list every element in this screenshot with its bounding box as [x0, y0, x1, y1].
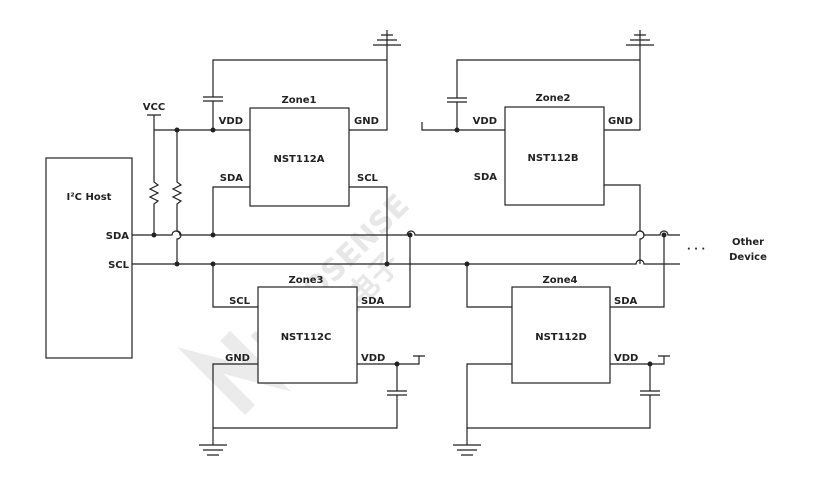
chip-nst112c-name: NST112C — [281, 332, 332, 343]
nst112a-scl-wire — [349, 186, 388, 264]
nst112b-gnd-wire — [604, 45, 641, 131]
pullup-resistor-sda — [148, 130, 160, 235]
junction-dot — [394, 361, 400, 367]
nst112d-vdd-label: VDD — [614, 353, 638, 364]
chip-nst112d — [511, 286, 611, 384]
junction-dot — [464, 261, 470, 267]
chip-nst112a-name: NST112A — [273, 154, 324, 165]
nst112a-gnd-wire — [349, 45, 388, 131]
nst112d-decoupling-cap — [467, 364, 660, 429]
zone4-label: Zone4 — [543, 275, 578, 286]
junction-dot — [174, 261, 180, 267]
chip-nst112b — [504, 106, 605, 206]
junction-dot — [210, 261, 216, 267]
nst112c-sda-label: SDA — [361, 296, 385, 307]
nst112c-decoupling-cap — [213, 364, 407, 429]
nst112c-scl-wire — [212, 264, 258, 308]
chip-nst112b-name: NST112B — [528, 153, 579, 164]
junction-dot — [661, 232, 667, 238]
chip-nst112c — [257, 286, 358, 384]
junction-dot — [454, 127, 460, 133]
junction-dot — [174, 127, 180, 133]
junction-dot — [407, 232, 413, 238]
nst112a-scl-label: SCL — [357, 173, 379, 184]
nst112a-gnd-label: GND — [354, 116, 379, 127]
nst112c-gnd-label: GND — [225, 353, 250, 364]
chip-nst112d-name: NST112D — [535, 332, 587, 343]
nst112b-sda-wire — [604, 184, 645, 264]
ellipsis: · · · — [687, 244, 705, 255]
nst112c-gnd-wire — [212, 363, 258, 445]
host-sda-label: SDA — [106, 231, 130, 242]
nst112c-scl-label: SCL — [229, 296, 251, 307]
vcc-terminal — [147, 114, 161, 130]
nst112b-sda-label: SDA — [474, 172, 498, 183]
nst112a-sda-label: SDA — [220, 173, 244, 184]
vcc-label: VCC — [143, 102, 165, 113]
nst112c-vdd-label: VDD — [361, 353, 385, 364]
nst112b-vdd-wire — [421, 122, 505, 131]
ground-icon — [453, 444, 481, 456]
nst112d-vdd-wire — [610, 355, 670, 365]
nst112a-vdd-label: VDD — [219, 116, 243, 127]
nst112a-sda-wire — [212, 186, 250, 235]
nst112b-decoupling-cap — [447, 59, 640, 130]
i2c-host-box — [45, 157, 133, 359]
zone3-label: Zone3 — [289, 275, 324, 286]
ground-icon — [626, 30, 654, 46]
pullup-resistor-scl — [171, 130, 183, 264]
nst112b-gnd-label: GND — [608, 116, 633, 127]
junction-dot — [210, 232, 216, 238]
nst112c-sda-wire — [357, 235, 411, 308]
nst112d-sda-wire — [610, 235, 665, 308]
zone2-label: Zone2 — [536, 93, 571, 104]
nst112c-vdd-wire — [357, 355, 425, 365]
nst112b-vdd-label: VDD — [473, 116, 497, 127]
other-device-line2: Device — [729, 252, 767, 263]
nst112d-gnd-wire — [466, 363, 512, 445]
host-scl-label: SCL — [108, 260, 130, 271]
ground-icon — [373, 30, 401, 46]
other-device-line1: Other — [732, 237, 764, 248]
nst112d-scl-wire — [466, 264, 512, 308]
junction-dot — [384, 261, 390, 267]
ground-icon — [199, 444, 227, 456]
nst112a-decoupling-cap — [203, 59, 387, 130]
sda-bus — [132, 230, 680, 236]
junction-dot — [647, 361, 653, 367]
chip-nst112a — [249, 107, 350, 207]
nst112d-sda-label: SDA — [614, 296, 638, 307]
junction-dot — [151, 232, 157, 238]
zone1-label: Zone1 — [282, 95, 317, 106]
i2c-host-label: I²C Host — [67, 192, 112, 203]
